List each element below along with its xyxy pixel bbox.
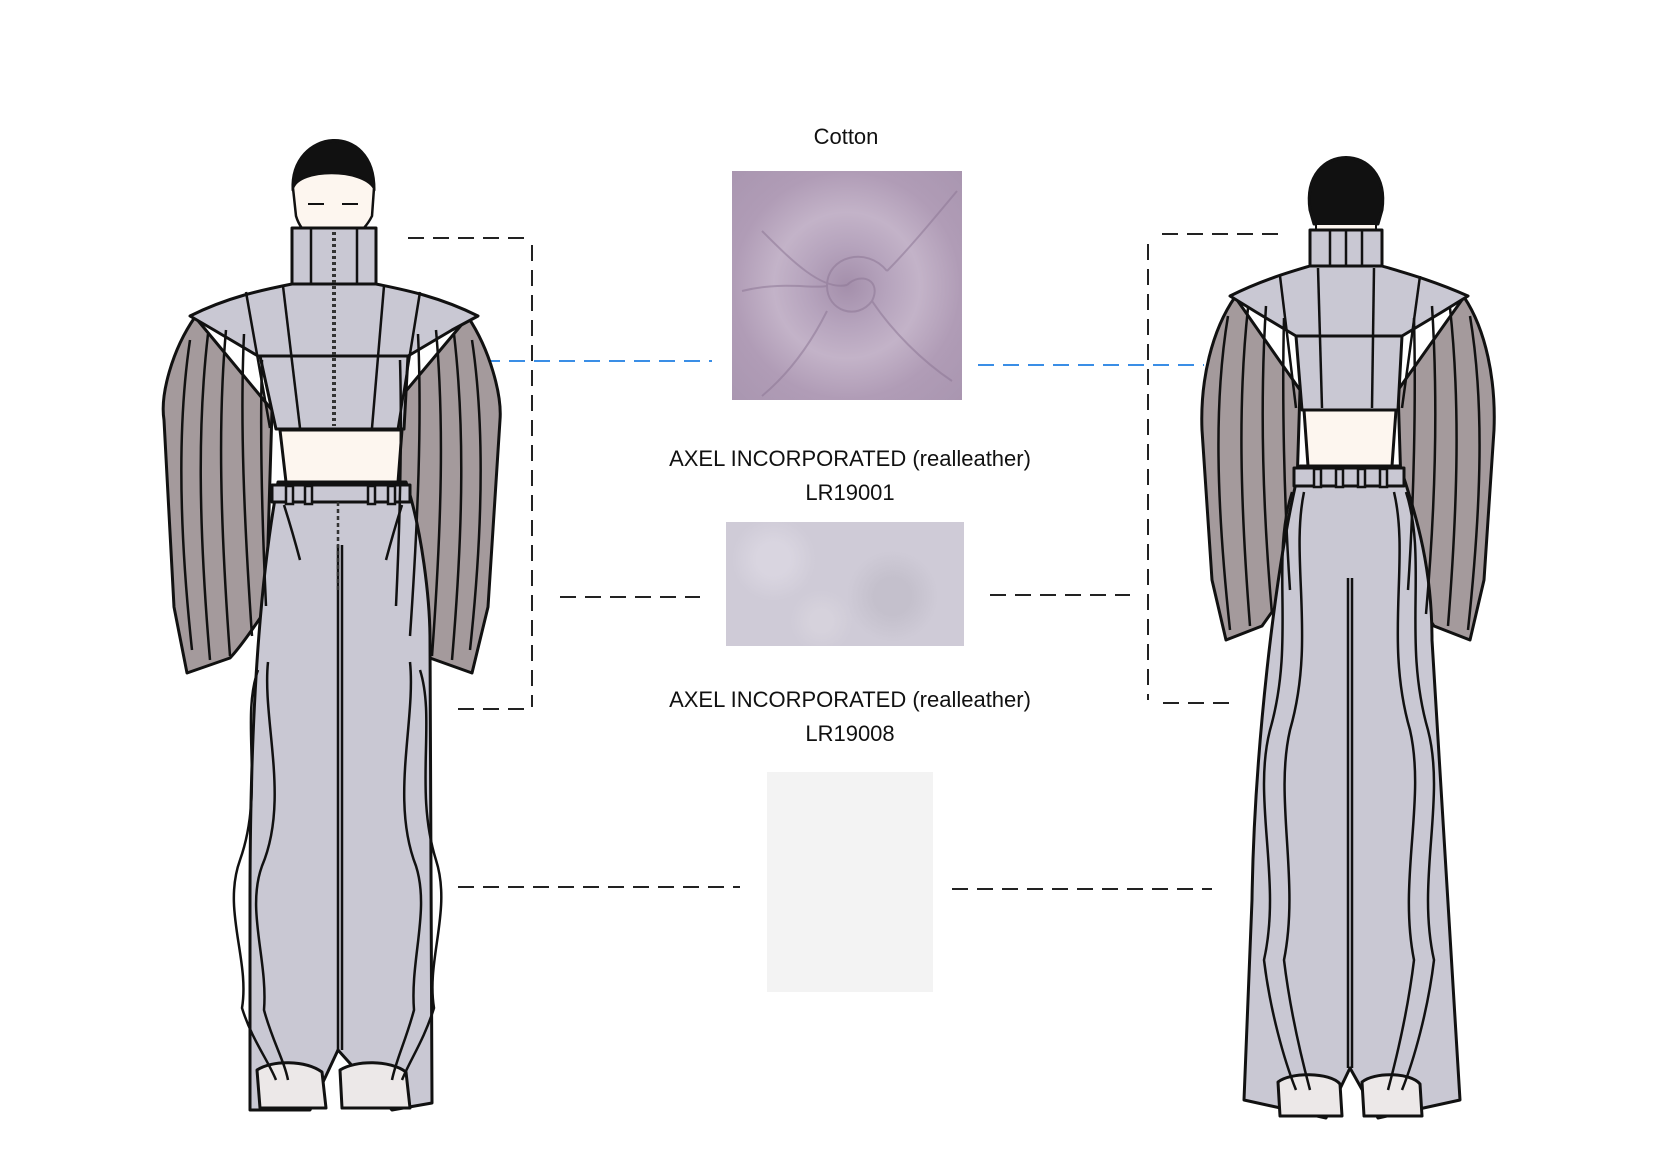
- material-code: LR19008: [805, 721, 895, 746]
- material-name: AXEL INCORPORATED (realleather): [669, 446, 1031, 471]
- material-label-lr19001: AXEL INCORPORATED (realleather) LR19001: [590, 442, 1110, 510]
- back-right-shoe: [1360, 1073, 1424, 1118]
- material-code: LR19001: [805, 480, 895, 505]
- material-name: AXEL INCORPORATED (realleather): [669, 687, 1031, 712]
- front-cape: [188, 282, 480, 358]
- cotton-swatch: [732, 171, 962, 400]
- material-label-lr19008: AXEL INCORPORATED (realleather) LR19008: [590, 683, 1110, 751]
- back-head: [1307, 156, 1385, 226]
- back-left-shoe: [1276, 1073, 1344, 1118]
- material-name: Cotton: [813, 124, 879, 149]
- fabric-texture: [741, 190, 958, 397]
- back-midriff: [1302, 408, 1398, 468]
- back-bodice: [1294, 334, 1404, 412]
- leather-lr19008-swatch: [767, 772, 933, 992]
- back-cape: [1228, 264, 1470, 338]
- leather-lr19001-swatch: [726, 522, 964, 646]
- material-label-cotton: Cotton: [746, 120, 946, 154]
